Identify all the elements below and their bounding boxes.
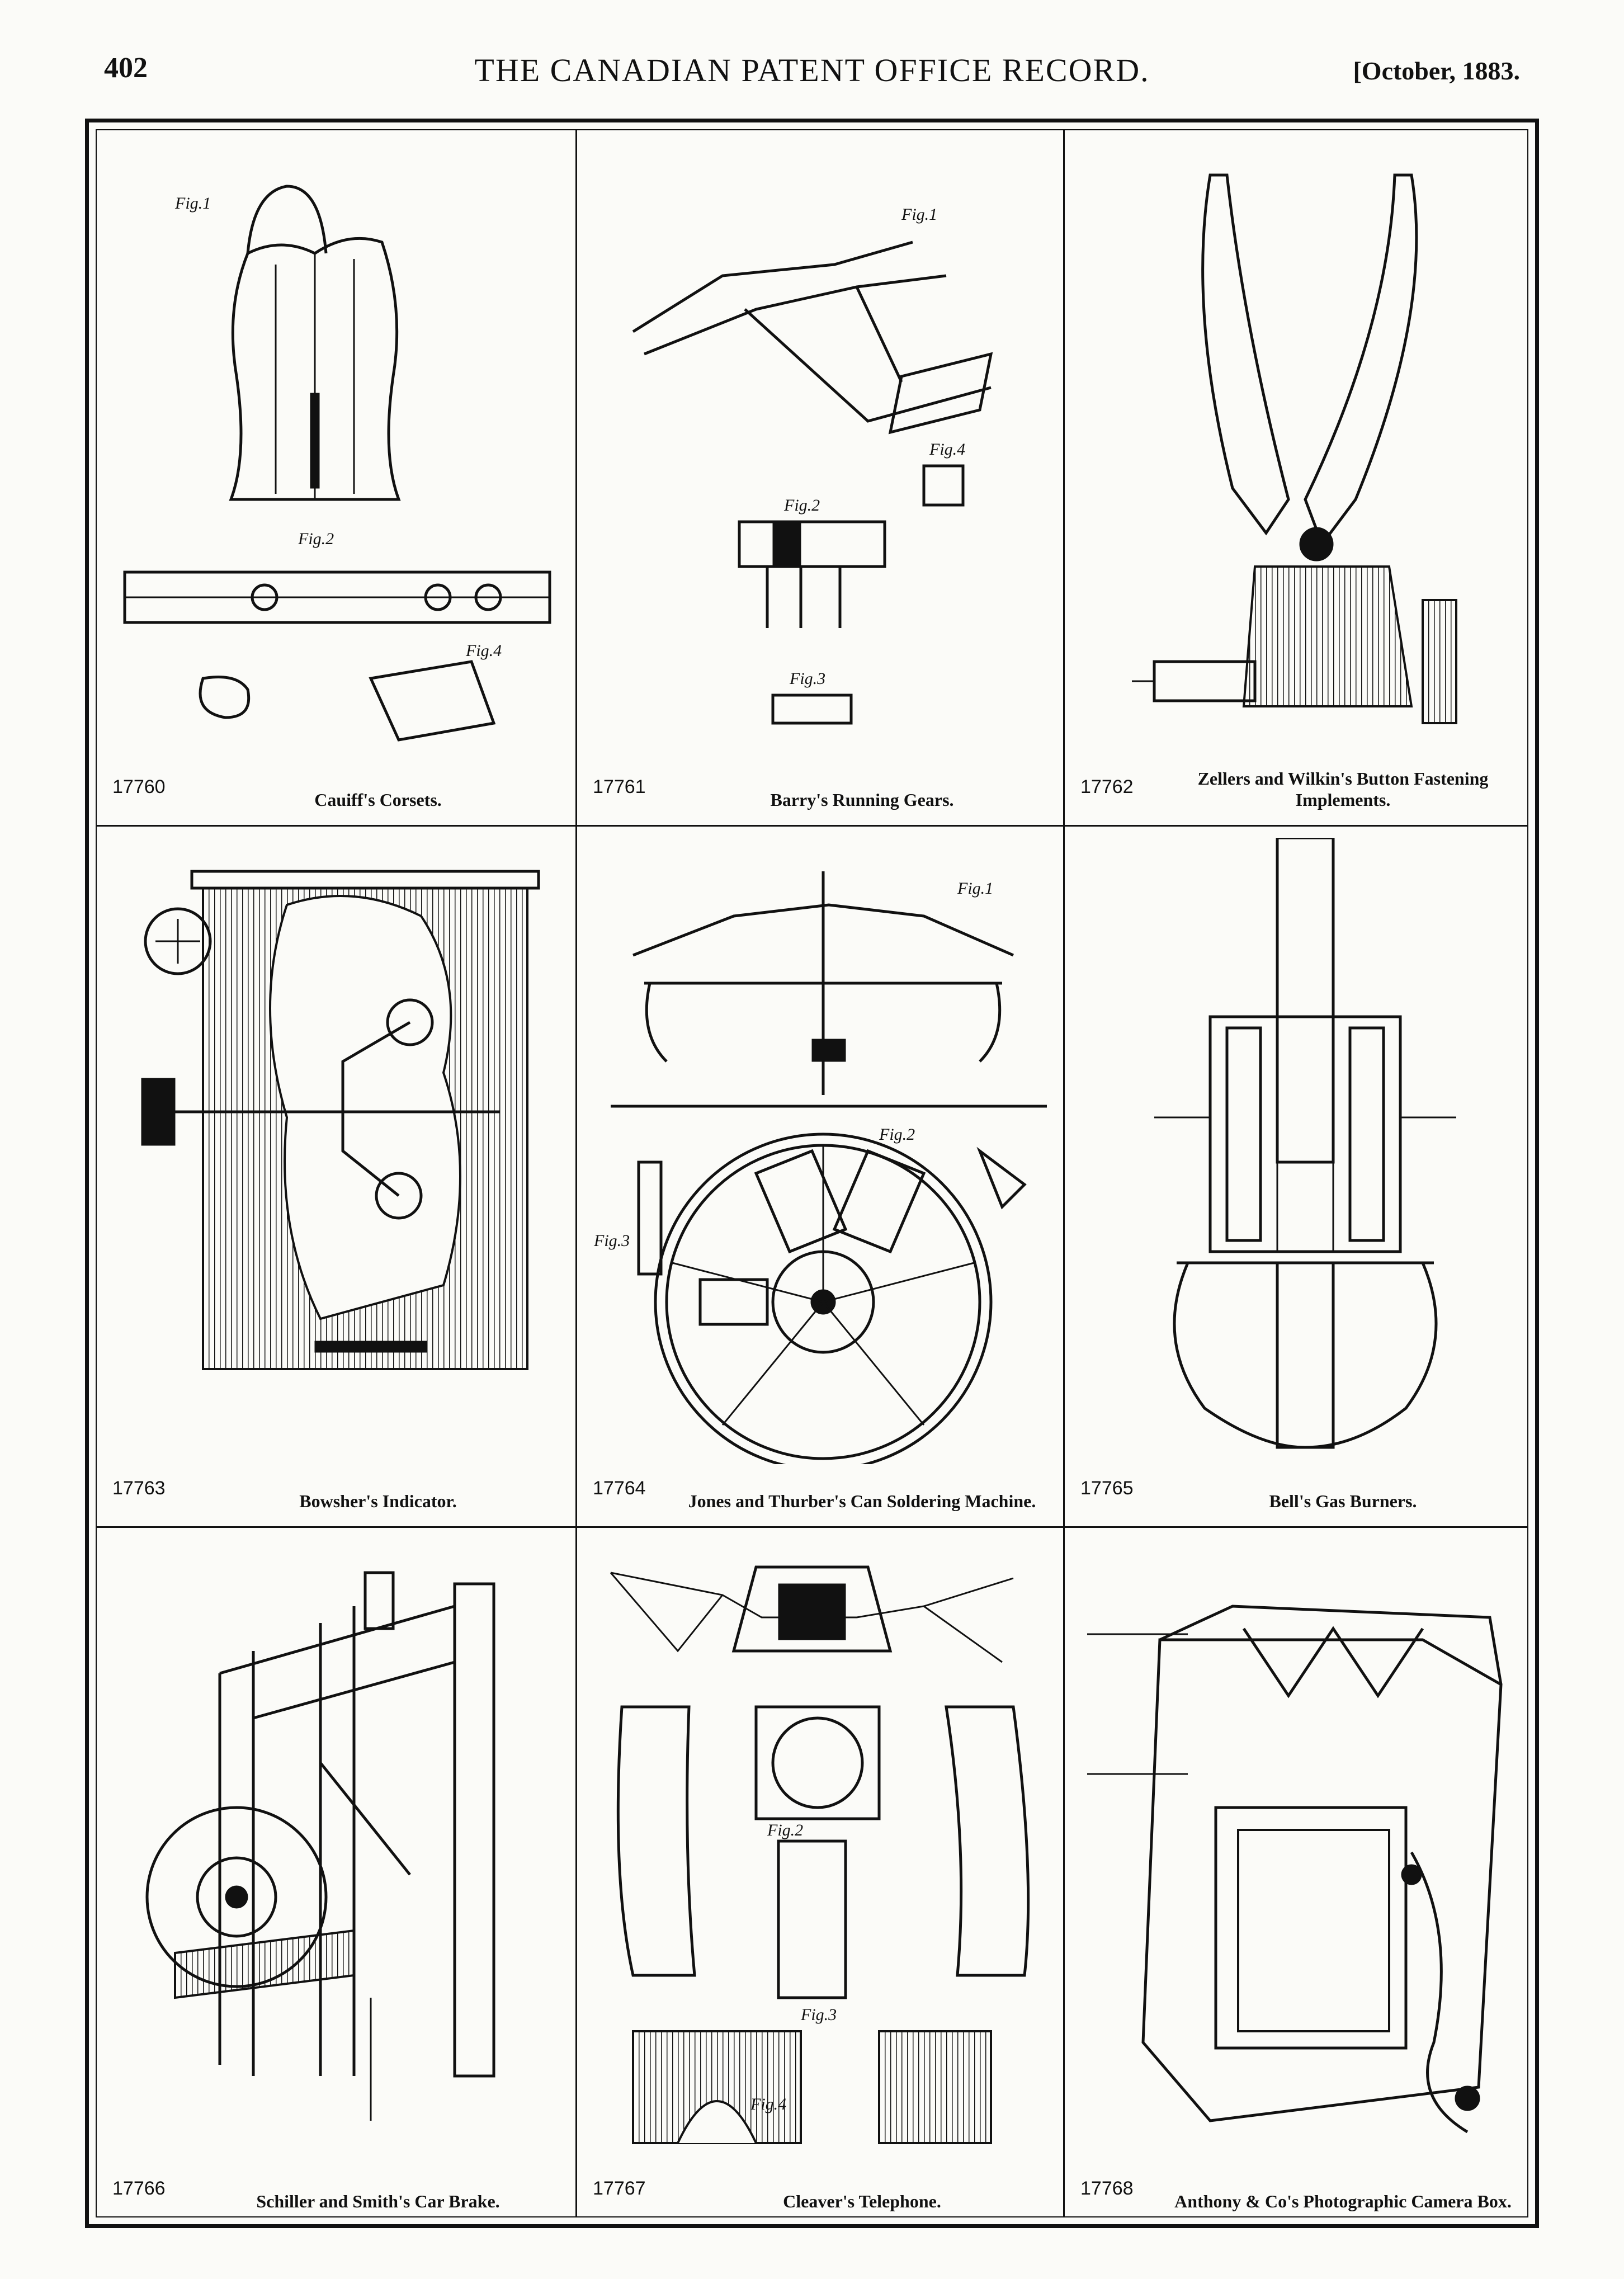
patent-number: 17766: [112, 2178, 166, 2199]
can-soldering-machine-illustration: Fig.1 Fig.2 Fig.3: [593, 871, 1047, 1464]
patent-caption: Cleaver's Telephone.: [783, 2191, 941, 2211]
fig4-label: Fig.4: [750, 2095, 786, 2113]
patent-caption: Bell's Gas Burners.: [1269, 1491, 1417, 1511]
patent-grid: Fig.1 Fig.2 Fig.4 17760 Cauiff's Corsets…: [96, 129, 1528, 2217]
patent-caption: Barry's Running Gears.: [770, 790, 954, 810]
indicator-illustration: [141, 870, 540, 1370]
fig2-label: Fig.2: [879, 1125, 915, 1144]
corset-illustration: Fig.1 Fig.2 Fig.4: [123, 185, 551, 742]
patent-cell-17761: Fig.1 Fig.2 Fig.4 Fig.3 17761 Barry's Ru…: [577, 130, 1063, 825]
patent-caption: Jones and Thurber's Can Soldering Machin…: [688, 1491, 1036, 1511]
patent-number: 17762: [1080, 776, 1134, 798]
patent-cell-17767: Fig.4 Fig.2 Fig.3 17767 Cleaver's Teleph…: [577, 1528, 1063, 2226]
patent-caption: Anthony & Co's Photographic Camera Box.: [1174, 2191, 1512, 2211]
page-number: 402: [104, 52, 148, 84]
patent-number: 17761: [593, 776, 646, 798]
gas-burner-illustration: [1154, 838, 1456, 1449]
patent-cell-17763: 17763 Bowsher's Indicator.: [97, 827, 575, 1526]
patent-cell-17760: Fig.1 Fig.2 Fig.4 17760 Cauiff's Corsets…: [97, 130, 575, 825]
button-fastening-implement-illustration: [1132, 173, 1457, 724]
page-title: THE CANADIAN PATENT OFFICE RECORD.: [474, 52, 1150, 88]
patent-cell-17762: 17762 Zellers and Wilkin's Button Fasten…: [1065, 130, 1537, 825]
fig4-label: Fig.4: [465, 641, 502, 660]
telephone-illustration: Fig.4 Fig.2 Fig.3: [610, 1565, 1030, 2144]
patent-number: 17760: [112, 776, 166, 798]
grid-divider-vertical-2: [1063, 130, 1065, 2216]
patent-number: 17765: [1080, 1478, 1134, 1499]
patent-caption: Cauiff's Corsets.: [314, 790, 442, 810]
grid-divider-horizontal-1: [97, 825, 1527, 827]
fig2-label: Fig.2: [298, 530, 334, 548]
issue-date: [October, 1883.: [1353, 56, 1520, 85]
fig1-label: Fig.1: [957, 879, 993, 898]
grid-divider-vertical-1: [575, 130, 577, 2216]
fig3-label: Fig.3: [789, 669, 825, 688]
patent-caption: Schiller and Smith's Car Brake.: [256, 2191, 500, 2211]
fig2-label: Fig.2: [783, 496, 820, 515]
grid-divider-horizontal-2: [97, 1526, 1527, 1528]
patent-number: 17768: [1080, 2178, 1134, 2199]
fig1-label: Fig.1: [901, 205, 937, 224]
fig3-label: Fig.3: [800, 2006, 837, 2024]
camera-box-illustration: [1087, 1605, 1503, 2134]
patent-cell-17765: 17765 Bell's Gas Burners.: [1065, 827, 1537, 1526]
patent-cell-17766: 17766 Schiller and Smith's Car Brake.: [97, 1528, 575, 2226]
patent-caption: Zellers and Wilkin's Button Fastening Im…: [1197, 768, 1489, 810]
running-gears-illustration: Fig.1 Fig.2 Fig.4 Fig.3: [632, 205, 993, 725]
patent-number: 17767: [593, 2178, 646, 2199]
patent-caption: Bowsher's Indicator.: [299, 1491, 457, 1511]
fig3-label: Fig.3: [593, 1231, 630, 1250]
fig1-label: Fig.1: [174, 194, 211, 213]
fig4-label: Fig.4: [929, 440, 965, 459]
patent-cell-17764: Fig.1 Fig.2 Fig.3 17764 Jones and Thurbe…: [577, 827, 1063, 1526]
car-brake-illustration: [145, 1571, 495, 2121]
fig2-label: Fig.2: [767, 1821, 803, 1839]
patent-grid-frame: Fig.1 Fig.2 Fig.4 17760 Cauiff's Corsets…: [85, 119, 1539, 2228]
patent-number: 17764: [593, 1478, 646, 1499]
patent-number: 17763: [112, 1478, 166, 1499]
page-header: 402 THE CANADIAN PATENT OFFICE RECORD. […: [0, 0, 1624, 112]
patent-cell-17768: 17768 Anthony & Co's Photographic Camera…: [1065, 1528, 1537, 2226]
